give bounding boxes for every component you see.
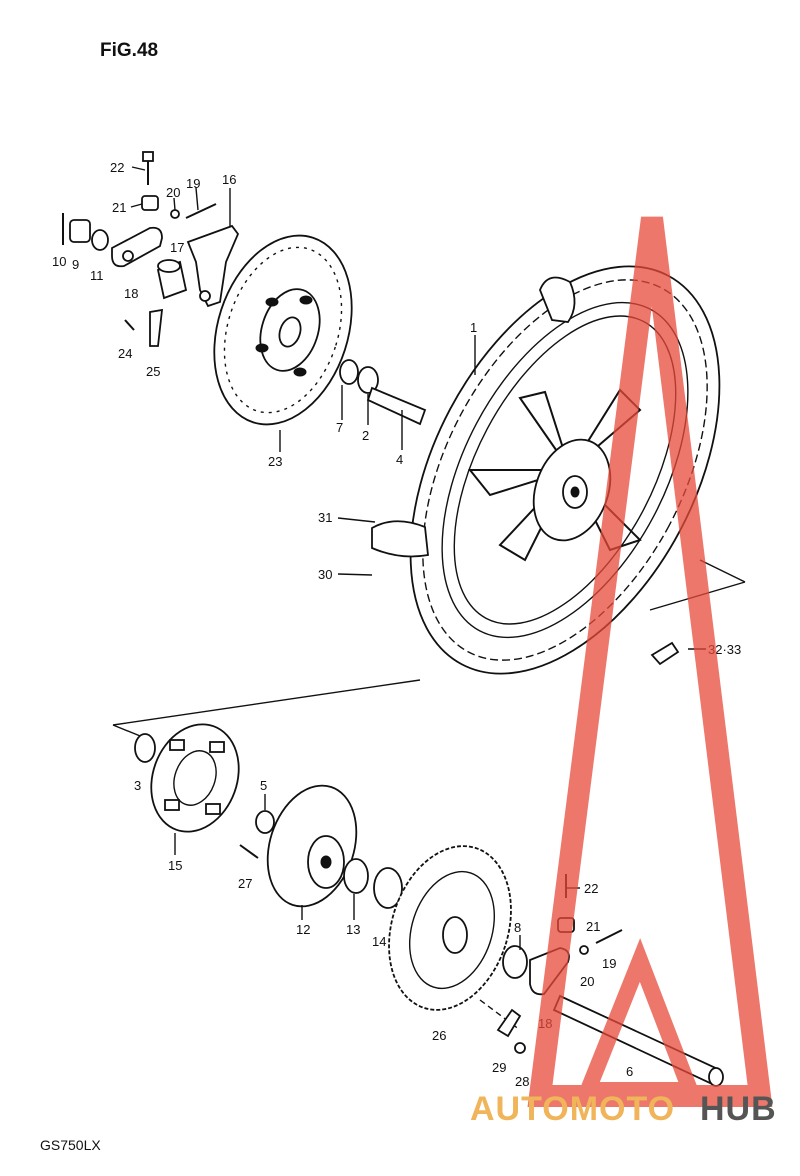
label-13: 13: [346, 922, 360, 937]
leader-lines: [130, 166, 706, 950]
label-7: 7: [336, 420, 343, 435]
label-24: 24: [118, 346, 132, 361]
label-19-upper: 19: [186, 176, 200, 191]
label-11: 11: [90, 268, 104, 283]
label-18-upper: 18: [124, 286, 138, 301]
label-28: 28: [515, 1074, 529, 1089]
label-22-lower: 22: [584, 881, 598, 896]
label-16: 16: [222, 172, 236, 187]
watermark-hub: HUB: [700, 1090, 777, 1128]
label-31: 31: [318, 510, 332, 525]
label-21-upper: 21: [112, 200, 126, 215]
label-26: 26: [432, 1028, 446, 1043]
label-30: 30: [318, 567, 332, 582]
label-25: 25: [146, 364, 160, 379]
watermark-automoto: AUTOMOTO: [470, 1090, 675, 1128]
label-4: 4: [396, 452, 403, 467]
watermark-logo: [527, 216, 773, 1107]
label-3: 3: [134, 778, 141, 793]
label-15: 15: [168, 858, 182, 873]
nipple-part: [650, 641, 680, 666]
label-1: 1: [470, 320, 477, 335]
lower-parts-group: [134, 723, 724, 1087]
label-14: 14: [372, 934, 386, 949]
label-5: 5: [260, 778, 267, 793]
label-22-upper: 22: [110, 160, 124, 175]
label-2: 2: [362, 428, 369, 443]
label-19-lower: 19: [602, 956, 616, 971]
model-code: GS750LX: [40, 1137, 101, 1153]
label-9: 9: [72, 257, 79, 272]
figure-title: FiG.48: [100, 40, 158, 61]
brake-disc: [213, 234, 353, 426]
label-8: 8: [514, 920, 521, 935]
label-20-upper: 20: [166, 185, 180, 200]
label-20-lower: 20: [580, 974, 594, 989]
caliper-bracket-group: [62, 151, 240, 347]
axle-parts-upper: [339, 359, 427, 426]
label-12: 12: [296, 922, 310, 937]
label-17: 17: [170, 240, 184, 255]
watermark-triangle-inner: [576, 938, 702, 1098]
label-27: 27: [238, 876, 252, 891]
label-6: 6: [626, 1064, 633, 1079]
label-29: 29: [492, 1060, 506, 1075]
label-23: 23: [268, 454, 282, 469]
label-10: 10: [52, 254, 66, 269]
label-21-lower: 21: [586, 919, 600, 934]
